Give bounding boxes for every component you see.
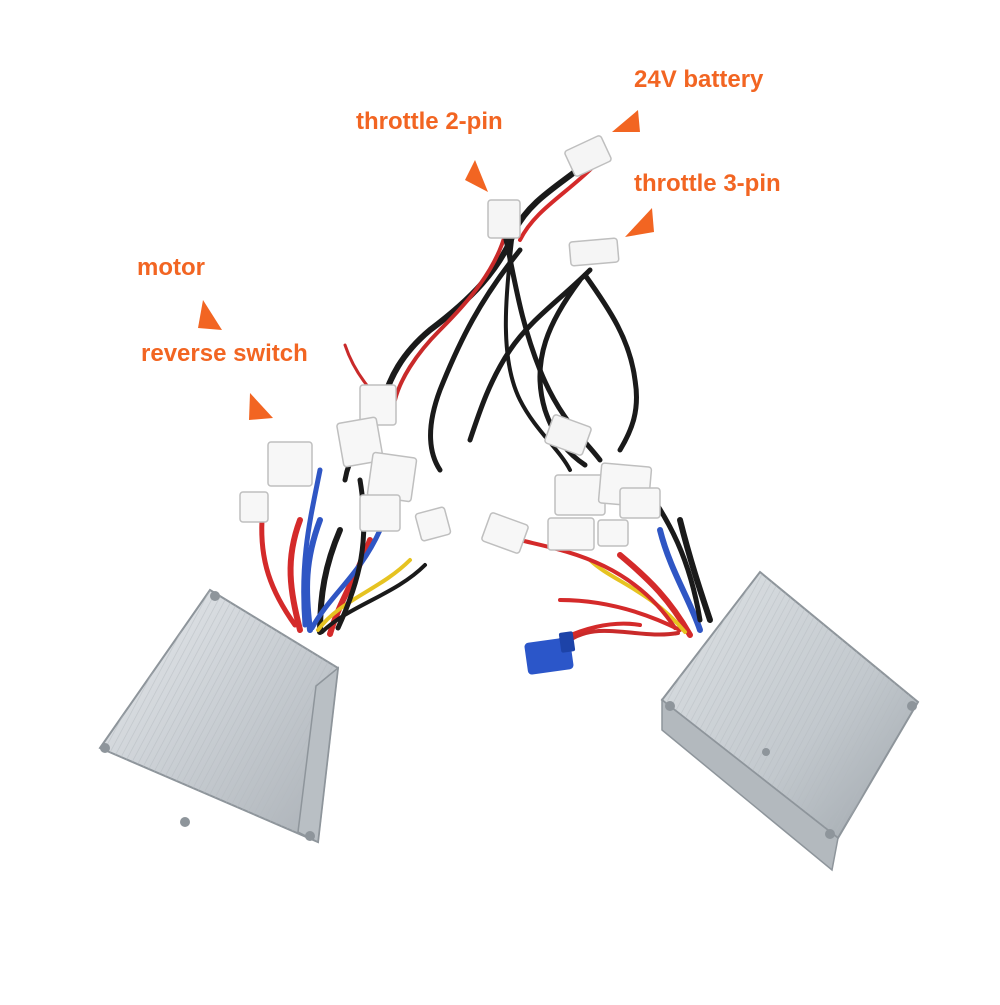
left-wire-bundle xyxy=(259,407,427,637)
triangle-pointer-icon xyxy=(612,110,640,132)
label-throttle-2pin: throttle 2-pin xyxy=(356,108,503,135)
left-controller xyxy=(98,588,340,844)
label-24v-battery: 24V battery xyxy=(634,66,764,93)
triangle-pointer-icon xyxy=(198,300,222,330)
wire-harness xyxy=(343,157,640,473)
right-wire-bundle xyxy=(518,477,713,642)
right-controller xyxy=(660,570,920,872)
blue-connector xyxy=(524,631,576,675)
triangle-pointer-icon xyxy=(465,160,488,192)
connectors xyxy=(239,135,661,554)
triangle-pointer-icon xyxy=(625,208,654,237)
triangle-pointer-icon xyxy=(198,110,654,420)
triangle-pointer-icon xyxy=(249,393,273,420)
label-throttle-3pin: throttle 3-pin xyxy=(634,170,781,197)
label-motor: motor xyxy=(137,254,205,281)
label-reverse-switch: reverse switch xyxy=(141,340,308,367)
